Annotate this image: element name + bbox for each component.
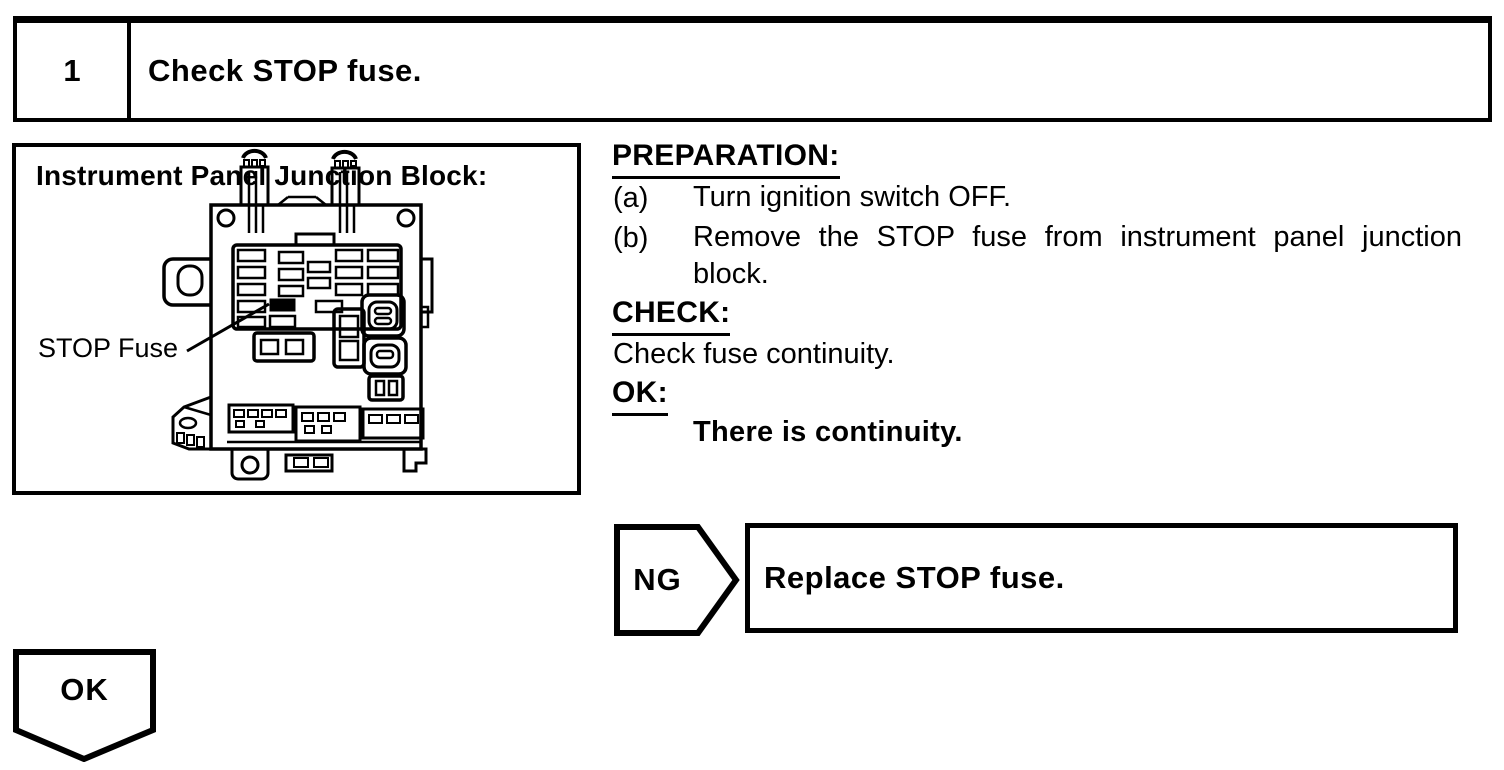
stop-fuse-leader-line	[186, 302, 270, 353]
relay-block-group	[360, 293, 408, 402]
preparation-heading: PREPARATION:	[612, 139, 840, 179]
fuse-slots	[236, 248, 400, 329]
figure-panel: Instrument Panel Junction Block: STOP Fu…	[12, 143, 581, 495]
check-text: Check fuse continuity.	[613, 338, 895, 370]
ng-label: NG	[633, 562, 682, 597]
figure-title: Instrument Panel Junction Block:	[36, 160, 488, 191]
ng-action-text: Replace STOP fuse.	[764, 560, 1065, 595]
step-number: 1	[17, 23, 131, 118]
bottom-connectors	[227, 403, 425, 443]
ng-action-box: Replace STOP fuse.	[745, 523, 1458, 633]
junction-block-diagram	[162, 148, 434, 481]
stop-fuse	[269, 298, 296, 312]
ok-heading: OK:	[612, 376, 668, 416]
top-connector-a	[239, 159, 270, 233]
prep-item-a-marker: (a)	[613, 182, 649, 214]
stop-fuse-callout: STOP Fuse	[38, 333, 179, 363]
check-heading: CHECK:	[612, 296, 731, 336]
left-bracket	[171, 395, 212, 451]
ok-arrow	[13, 649, 156, 762]
prep-item-a-text: Turn ignition switch OFF.	[693, 181, 1012, 213]
ok-label: OK	[60, 672, 109, 707]
top-connector-b	[330, 160, 361, 233]
step-title: Check STOP fuse.	[148, 52, 422, 88]
ok-result-text: There is continuity.	[693, 416, 963, 448]
ng-arrow	[614, 524, 740, 636]
prep-item-b-text-line1: Remove the STOP fuse from instrument pan…	[693, 221, 1462, 253]
connector-cap-icon	[331, 149, 358, 160]
prep-item-b-text-line2: block.	[693, 258, 769, 290]
step-header: 1 Check STOP fuse.	[13, 16, 1492, 122]
prep-item-b-marker: (b)	[613, 222, 649, 254]
connector-cap-icon	[241, 148, 268, 159]
